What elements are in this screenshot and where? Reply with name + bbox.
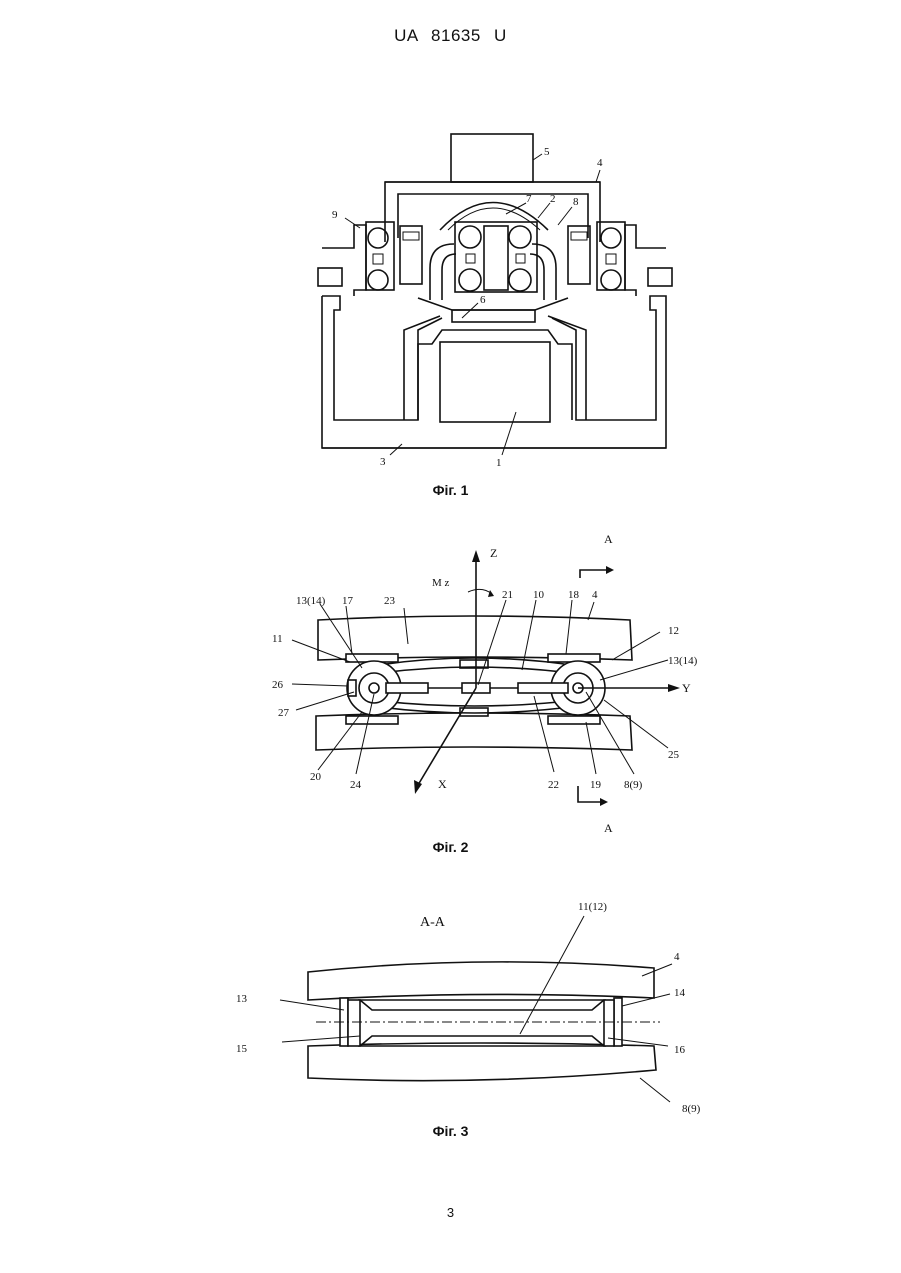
fig2-label-13-14-left: 13(14) <box>296 595 326 607</box>
fig2-label-12: 12 <box>668 625 679 637</box>
moment-mz-label: M z <box>432 577 450 589</box>
fig2-label-21: 21 <box>502 589 513 601</box>
fig2-label-20: 20 <box>310 771 322 783</box>
fig3-label-15: 15 <box>236 1043 248 1055</box>
fig2-label-13-14-right: 13(14) <box>668 655 698 667</box>
fig2-label-17: 17 <box>342 595 354 607</box>
fig2-label-26: 26 <box>272 679 284 691</box>
fig2-label-11: 11 <box>272 633 283 645</box>
fig2-label-10: 10 <box>533 589 545 601</box>
fig1-label-7: 7 <box>526 193 532 205</box>
fig1-label-9: 9 <box>332 209 338 221</box>
figure-2-caption: Фіг. 2 <box>0 839 901 855</box>
fig2-section-mark-top: A <box>604 532 613 546</box>
fig1-label-1: 1 <box>496 457 502 469</box>
fig3-section-title: A-A <box>420 915 446 930</box>
fig2-label-24: 24 <box>350 779 362 791</box>
axis-y-label: Y <box>682 681 691 695</box>
fig3-label-11-12: 11(12) <box>578 901 607 913</box>
figure-1-caption: Фіг. 1 <box>0 482 901 498</box>
fig2-label-23: 23 <box>384 595 396 607</box>
fig1-label-2: 2 <box>550 193 556 205</box>
fig2-label-8-9: 8(9) <box>624 779 643 791</box>
fig2-label-27: 27 <box>278 707 290 719</box>
fig3-label-13: 13 <box>236 993 248 1005</box>
fig1-label-6: 6 <box>480 294 486 306</box>
figure-2-drawing: A A Z Y X M z 13(14) 17 23 21 <box>0 520 901 840</box>
figure-3-caption: Фіг. 3 <box>0 1123 901 1139</box>
fig2-label-18: 18 <box>568 589 580 601</box>
fig3-label-8-9: 8(9) <box>682 1103 701 1115</box>
fig2-label-4: 4 <box>592 589 598 601</box>
figure-3-drawing: A-A 11(12) 4 13 14 15 16 8(9) <box>0 890 901 1120</box>
fig3-label-4: 4 <box>674 951 680 963</box>
figure-1-drawing: 5 4 7 2 8 9 6 3 1 <box>0 0 901 480</box>
fig2-label-19: 19 <box>590 779 602 791</box>
fig3-label-14: 14 <box>674 987 686 999</box>
axis-z-label: Z <box>490 546 497 560</box>
fig2-label-22: 22 <box>548 779 559 791</box>
fig3-label-16: 16 <box>674 1044 686 1056</box>
fig1-label-8: 8 <box>573 196 579 208</box>
axis-x-label: X <box>438 777 447 791</box>
fig2-section-mark-bottom: A <box>604 821 613 835</box>
page-number: 3 <box>0 1205 901 1220</box>
fig1-label-4: 4 <box>597 157 603 169</box>
fig1-label-5: 5 <box>544 146 550 158</box>
fig2-label-25: 25 <box>668 749 680 761</box>
fig1-label-3: 3 <box>380 456 386 468</box>
